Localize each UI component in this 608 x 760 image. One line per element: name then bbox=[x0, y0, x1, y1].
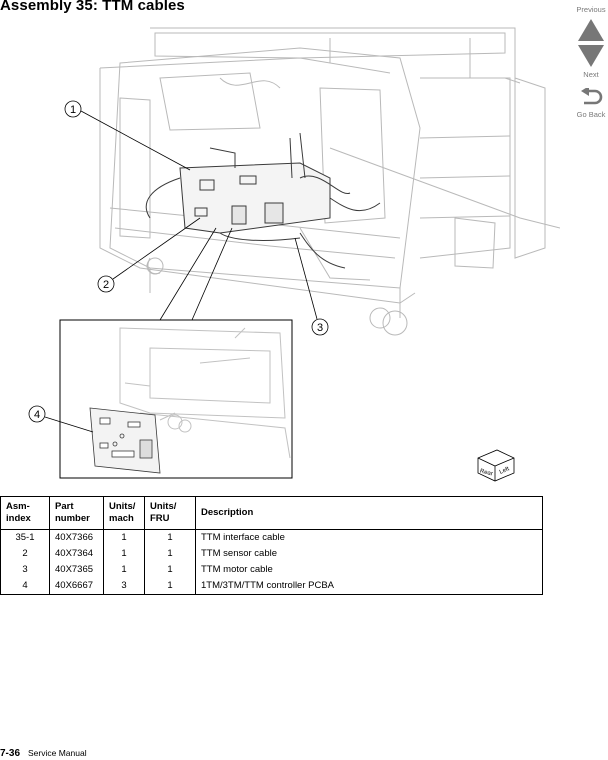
cell-units-fru: 1 bbox=[144, 529, 196, 546]
cell-units-fru: 1 bbox=[144, 546, 196, 562]
cell-units-mach: 3 bbox=[103, 578, 145, 595]
cell-units-fru: 1 bbox=[144, 562, 196, 578]
header-description: Description bbox=[195, 496, 543, 530]
ttm-cable-harness bbox=[145, 132, 381, 269]
manual-name: Service Manual bbox=[28, 748, 87, 758]
callout-3-label: 3 bbox=[317, 322, 323, 334]
zoom-leader-left bbox=[159, 227, 217, 321]
previous-label[interactable]: Previous bbox=[576, 5, 606, 14]
orientation-rear-label: Rear bbox=[479, 469, 493, 478]
callout-2: 2 bbox=[97, 217, 201, 293]
table-row: 3 40X7365 1 1 TTM motor cable bbox=[0, 562, 543, 578]
callout-2-label: 2 bbox=[103, 279, 109, 291]
table-row: 2 40X7364 1 1 TTM sensor cable bbox=[0, 546, 543, 562]
cell-units-mach: 1 bbox=[103, 562, 145, 578]
callout-1: 1 bbox=[64, 100, 191, 171]
cell-asm-index: 35-1 bbox=[0, 529, 50, 546]
header-units-mach: Units/mach bbox=[103, 496, 145, 530]
orientation-left-label: Left bbox=[499, 466, 511, 476]
page-number: 7-36 bbox=[0, 748, 21, 759]
cell-part-number: 40X7364 bbox=[49, 546, 104, 562]
cell-description: TTM sensor cable bbox=[195, 546, 543, 562]
inset-detail: 4 bbox=[28, 319, 293, 479]
table-row: 4 40X6667 3 1 1TM/3TM/TTM controller PCB… bbox=[0, 578, 543, 595]
previous-arrow-icon[interactable] bbox=[578, 19, 604, 41]
cell-part-number: 40X6667 bbox=[49, 578, 104, 595]
next-arrow-icon[interactable] bbox=[578, 45, 604, 67]
cell-description: TTM motor cable bbox=[195, 562, 543, 578]
zoom-leader-right bbox=[191, 227, 233, 321]
cell-description: TTM interface cable bbox=[195, 529, 543, 546]
go-back-label[interactable]: Go Back bbox=[576, 110, 606, 119]
cell-part-number: 40X7366 bbox=[49, 529, 104, 546]
header-units-fru: Units/FRU bbox=[144, 496, 196, 530]
table-row: 35-1 40X7366 1 1 TTM interface cable bbox=[0, 529, 543, 546]
cell-asm-index: 4 bbox=[0, 578, 50, 595]
assembly-illustration: 1 2 3 bbox=[28, 27, 560, 482]
cell-description: 1TM/3TM/TTM controller PCBA bbox=[195, 578, 543, 595]
header-asm-index: Asm-index bbox=[0, 496, 50, 530]
go-back-icon[interactable] bbox=[580, 88, 604, 108]
cell-units-fru: 1 bbox=[144, 578, 196, 595]
page-footer: 7-36 Service Manual bbox=[0, 748, 87, 759]
callout-3: 3 bbox=[294, 237, 329, 336]
callout-4-label: 4 bbox=[34, 409, 40, 421]
orientation-cube-icon: Rear Left bbox=[477, 449, 515, 482]
next-label[interactable]: Next bbox=[583, 70, 599, 79]
cell-asm-index: 2 bbox=[0, 546, 50, 562]
cell-units-mach: 1 bbox=[103, 529, 145, 546]
callout-1-label: 1 bbox=[70, 104, 76, 116]
cell-asm-index: 3 bbox=[0, 562, 50, 578]
cell-part-number: 40X7365 bbox=[49, 562, 104, 578]
page-title: Assembly 35: TTM cables bbox=[0, 0, 185, 14]
cell-units-mach: 1 bbox=[103, 546, 145, 562]
